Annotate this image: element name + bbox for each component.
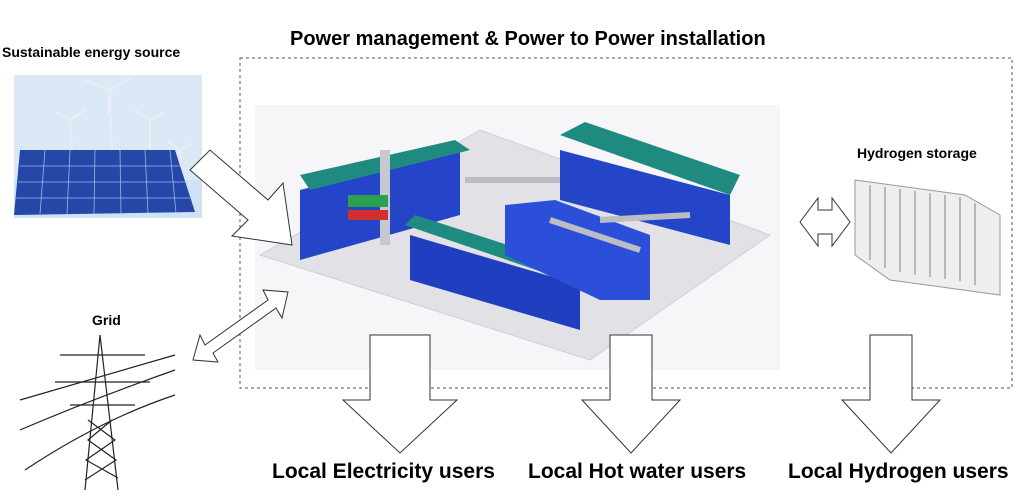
arrow-to-hot-water-users [580,334,682,454]
grid-pylon-image [19,334,176,491]
label-hydrogen-users: Local Hydrogen users [788,460,1009,483]
label-hot-water-users: Local Hot water users [528,460,747,483]
arrow-renewable-to-installation [189,149,293,246]
arrow-to-hydrogen-users [840,334,942,454]
arrow-storage-bidirectional [799,196,851,248]
arrow-grid-installation-bidirectional [192,289,289,363]
hydrogen-storage-image [854,179,1001,296]
power-to-power-installation-render [255,105,780,370]
diagram-title: Power management & Power to Power instal… [290,28,766,50]
label-hydrogen-storage: Hydrogen storage [857,145,977,161]
label-sustainable-source: Sustainable energy source [2,44,181,60]
label-electricity-users: Local Electricity users [272,460,495,483]
label-grid: Grid [92,312,121,328]
renewable-energy-image [14,75,202,218]
arrow-to-electricity-users [341,334,459,454]
